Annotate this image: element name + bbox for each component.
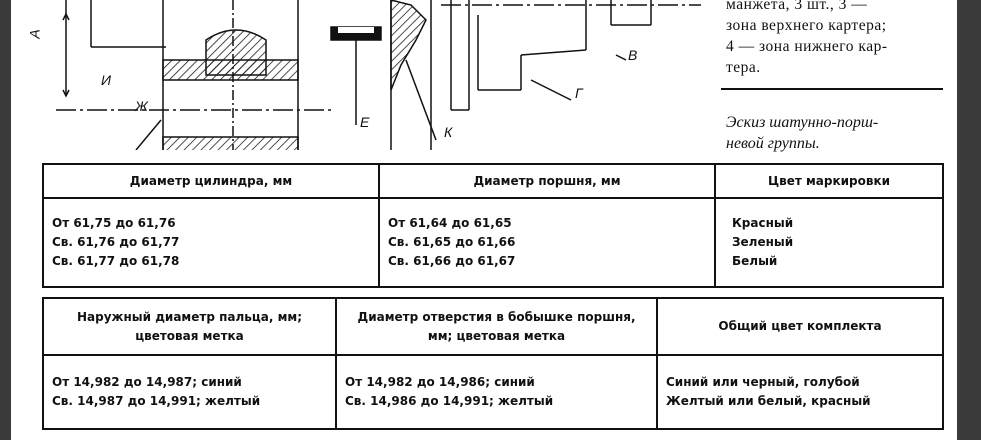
- note-line: 4 — зона нижнего кар-: [726, 38, 888, 55]
- cell-line: Св. 61,66 до 61,67: [388, 254, 516, 268]
- column-header: Диаметр цилиндра, мм: [42, 163, 380, 199]
- cell-line: Св. 61,76 до 61,77: [52, 235, 180, 249]
- cylinder-diameter-cell: От 61,75 до 61,76 Св. 61,76 до 61,77 Св.…: [42, 197, 380, 288]
- marking-color-cell: Красный Зеленый Белый: [714, 197, 944, 288]
- cell-line: Св. 61,77 до 61,78: [52, 254, 180, 268]
- pin-bore-table: Наружный диаметр пальца, мм; цветовая ме…: [42, 297, 944, 430]
- cylinder-piston-table: Диаметр цилиндра, мм Диаметр поршня, мм …: [42, 163, 944, 288]
- label-e: Е: [360, 114, 370, 130]
- figure-caption: Эскиз шатунно-порш- невой группы.: [726, 112, 878, 154]
- caption-line: невой группы.: [726, 135, 820, 152]
- column-header: Общий цвет комплекта: [656, 297, 944, 356]
- label-g: Г: [575, 85, 583, 101]
- cell-line: Синий или черный, голубой: [666, 375, 860, 389]
- note-line: зона верхнего картера;: [726, 17, 887, 34]
- divider: [721, 88, 943, 90]
- scan-border-left: [0, 0, 11, 440]
- cell-line: Белый: [732, 254, 778, 268]
- column-header: Цвет маркировки: [714, 163, 944, 199]
- table-row: От 14,982 до 14,987; синий Св. 14,987 до…: [42, 354, 944, 430]
- label-a: А: [26, 29, 43, 39]
- label-k: К: [444, 124, 453, 140]
- cell-line: От 14,982 до 14,986; синий: [345, 375, 535, 389]
- caption-line: Эскиз шатунно-порш-: [726, 114, 879, 131]
- label-v: В: [628, 47, 638, 63]
- note-line: тера.: [726, 59, 761, 76]
- legend-note: манжета, 3 шт., 3 — зона верхнего картер…: [726, 0, 888, 78]
- scan-border-right: [957, 0, 981, 440]
- cell-line: Св. 61,65 до 61,66: [388, 235, 516, 249]
- pin-diameter-cell: От 14,982 до 14,987; синий Св. 14,987 до…: [42, 354, 337, 430]
- cell-line: Св. 14,986 до 14,991; желтый: [345, 394, 554, 408]
- note-line: манжета, 3 шт., 3 —: [726, 0, 868, 13]
- cell-line: Зеленый: [732, 235, 794, 249]
- bore-diameter-cell: От 14,982 до 14,986; синий Св. 14,986 до…: [335, 354, 658, 430]
- piston-diameter-cell: От 61,64 до 61,65 Св. 61,65 до 61,66 Св.…: [378, 197, 716, 288]
- kit-color-cell: Синий или черный, голубой Желтый или бел…: [656, 354, 944, 430]
- column-header: Диаметр поршня, мм: [378, 163, 716, 199]
- column-header: Диаметр отверстия в бобышке поршня, мм; …: [335, 297, 658, 356]
- cell-line: От 61,75 до 61,76: [52, 216, 176, 230]
- cell-line: От 14,982 до 14,987; синий: [52, 375, 242, 389]
- label-zh: Ж: [135, 98, 148, 114]
- table-row: От 61,75 до 61,76 Св. 61,76 до 61,77 Св.…: [42, 197, 944, 288]
- label-i: И: [101, 72, 112, 88]
- cell-line: От 61,64 до 61,65: [388, 216, 512, 230]
- piston-assembly-sketch: [56, 0, 701, 150]
- cell-line: Красный: [732, 216, 794, 230]
- cell-line: Св. 14,987 до 14,991; желтый: [52, 394, 261, 408]
- column-header: Наружный диаметр пальца, мм; цветовая ме…: [42, 297, 337, 356]
- cell-line: Желтый или белый, красный: [666, 394, 871, 408]
